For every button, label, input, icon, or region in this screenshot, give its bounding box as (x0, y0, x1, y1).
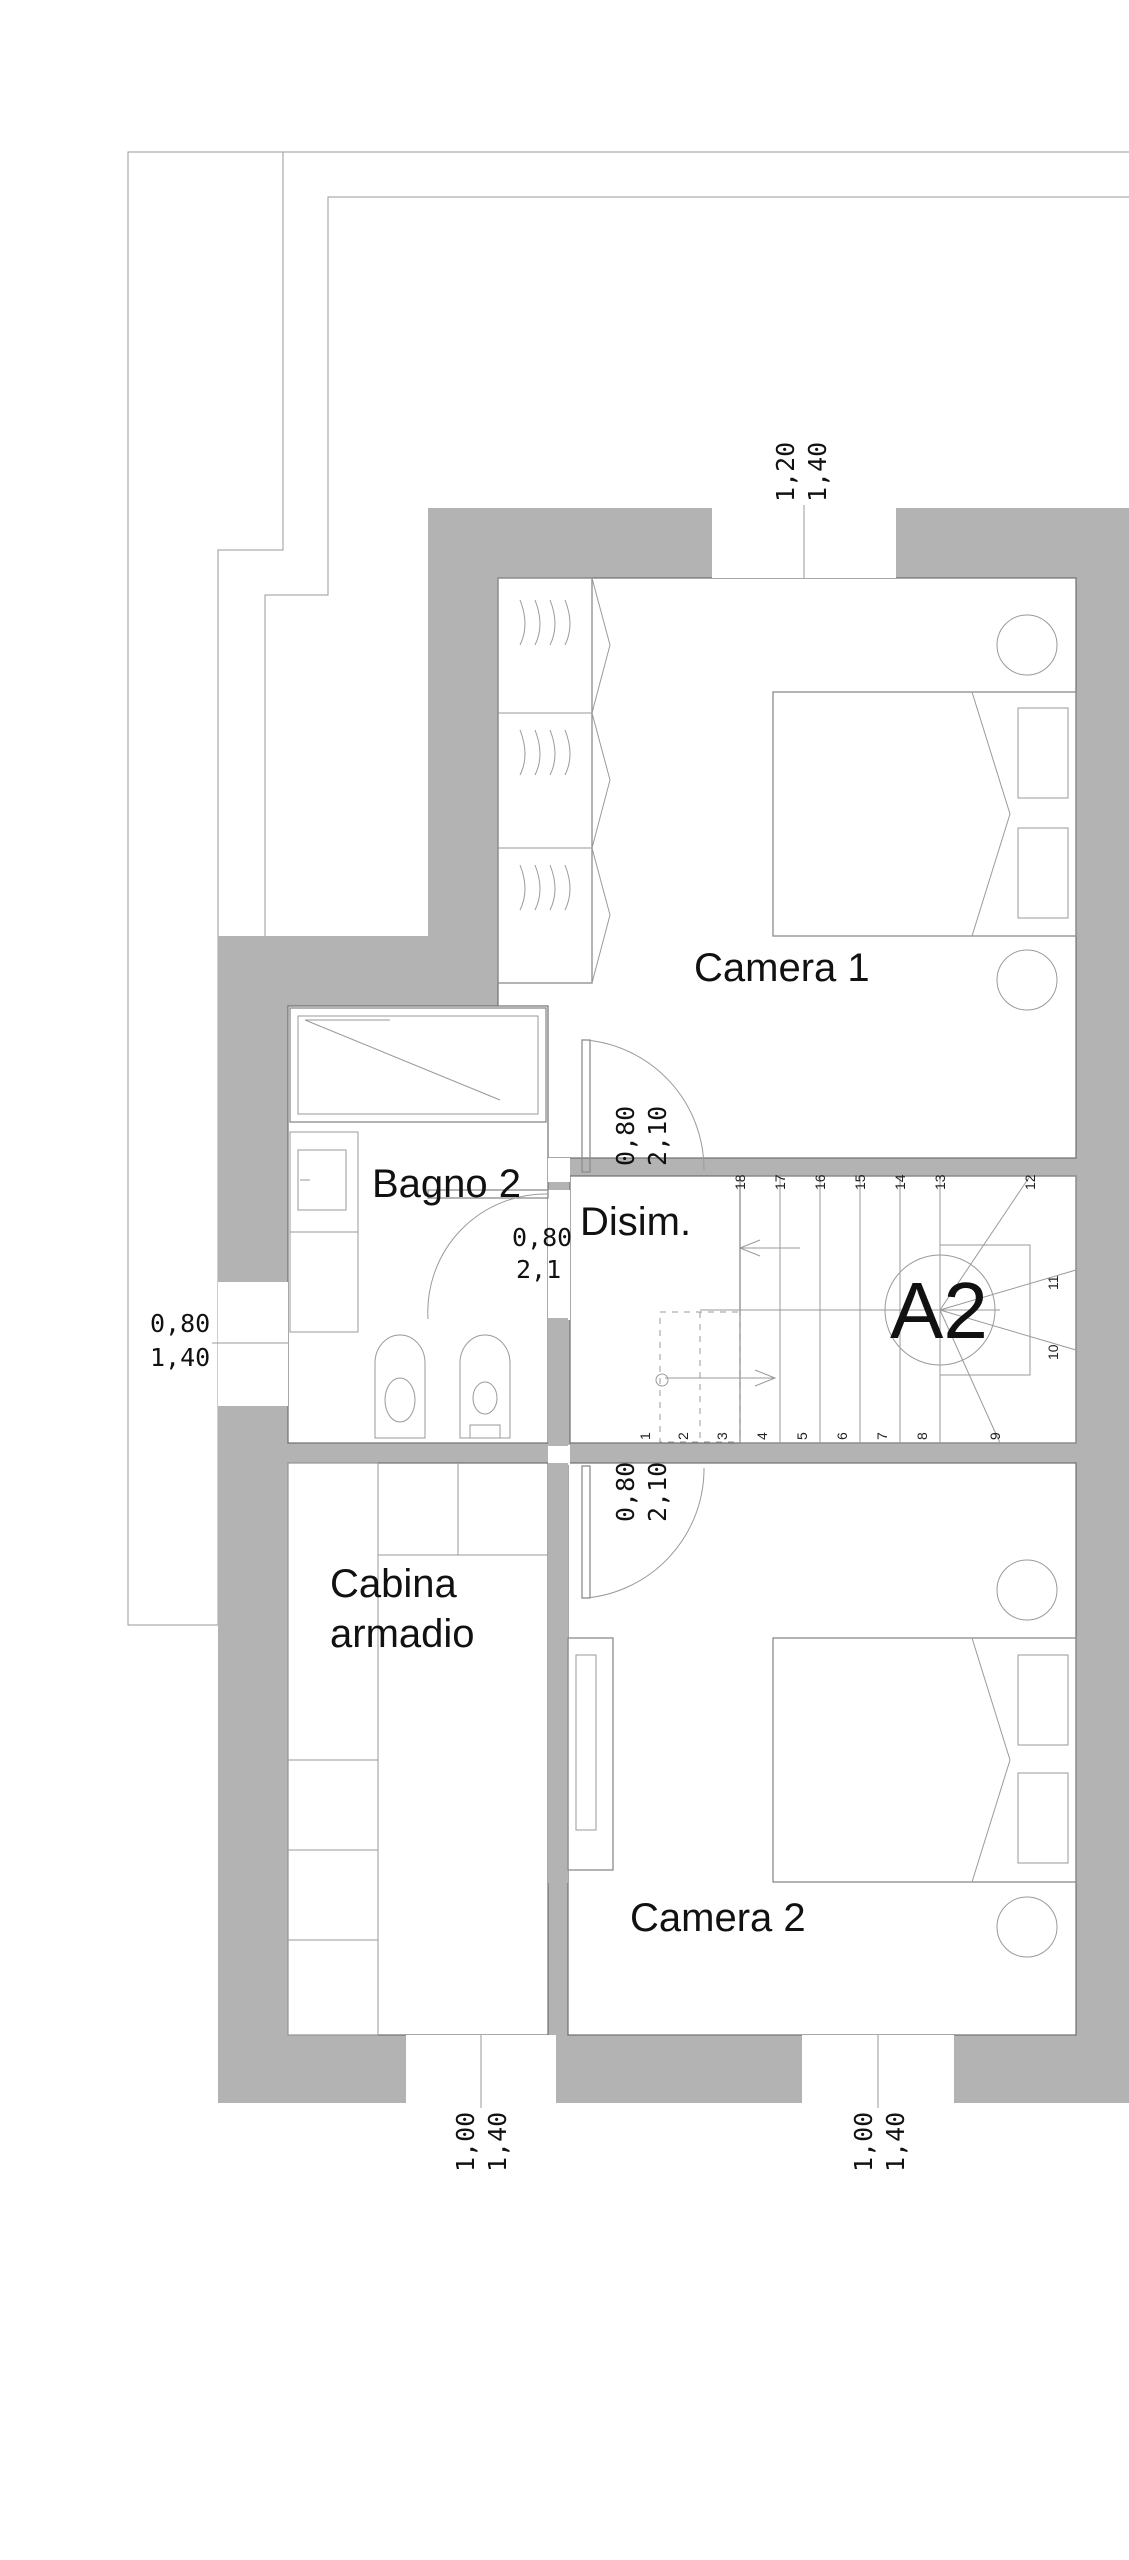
room-label-camera1: Camera 1 (694, 946, 870, 990)
dim-door-camera2-height: 2,10 (643, 1461, 672, 1522)
stair-step-number: 4 (754, 1432, 770, 1440)
toilet (459, 1334, 511, 1439)
stair-step-number: 2 (675, 1432, 691, 1440)
stair-step-number: 9 (987, 1432, 1003, 1440)
dim-window-left-height: 1,40 (150, 1343, 211, 1372)
room-label-camera2: Camera 2 (630, 1896, 806, 1940)
dim-window-top-height: 1,40 (803, 441, 832, 502)
stair-step-number: 7 (874, 1432, 890, 1440)
door-camera2 (581, 1465, 705, 1599)
stair-step-number: 14 (892, 1174, 908, 1190)
dim-door-bagno2-height: 2,1 (516, 1255, 562, 1284)
bathtub (289, 1007, 547, 1123)
door-camera1 (581, 1039, 705, 1173)
stair-step-number: 6 (834, 1432, 850, 1440)
door-bagno2 (427, 1189, 549, 1320)
room-cabina (287, 1462, 549, 2036)
dim-window-bottom-left-width: 1,00 (451, 2111, 480, 2172)
room-label-bagno2: Bagno 2 (372, 1162, 522, 1206)
openings (212, 505, 954, 2108)
room-label-cabina-line2: armadio (330, 1612, 475, 1656)
dim-window-left-width: 0,80 (150, 1309, 211, 1338)
washbasin (289, 1131, 359, 1333)
stair-step-number: 13 (932, 1174, 948, 1190)
stair-step-number: 1 (637, 1432, 653, 1440)
stair-step-number: 5 (794, 1432, 810, 1440)
room-camera2 (567, 1462, 1077, 2036)
desk-camera2 (567, 1637, 614, 1871)
dim-window-bottom-left-height: 1,40 (483, 2111, 512, 2172)
dim-window-top-width: 1,20 (771, 441, 800, 502)
dim-door-camera2-width: 0,80 (611, 1461, 640, 1522)
stair-step-number: 3 (714, 1432, 730, 1440)
dim-door-camera1-width: 0,80 (611, 1105, 640, 1166)
stair-label-a2: A2 (890, 1266, 988, 1355)
room-camera1 (497, 577, 1077, 1159)
dim-door-bagno2-width: 0,80 (512, 1223, 573, 1252)
stair-step-number: 8 (914, 1432, 930, 1440)
room-bagno2 (287, 1005, 549, 1444)
dim-window-bottom-right-height: 1,40 (881, 2111, 910, 2172)
bidet (374, 1334, 426, 1439)
bed-camera1 (772, 614, 1077, 1011)
bed-camera2 (772, 1559, 1077, 1958)
stair-step-number: 16 (812, 1174, 828, 1190)
dim-window-bottom-right-width: 1,00 (849, 2111, 878, 2172)
room-interiors (287, 577, 1077, 2036)
room-label-cabina-line1: Cabina (330, 1562, 457, 1606)
room-label-disim: Disim. (580, 1200, 692, 1244)
staircase: A2 (655, 1175, 1077, 1444)
stair-step-number: 10 (1045, 1344, 1061, 1360)
walk-in-closet-shelves (287, 1462, 548, 2036)
dim-door-camera1-height: 2,10 (643, 1105, 672, 1166)
stair-step-number: 17 (772, 1174, 788, 1190)
stair-step-number: 11 (1045, 1275, 1061, 1290)
stair-step-number: 12 (1022, 1174, 1038, 1190)
wardrobe-camera1 (497, 577, 611, 984)
stair-step-number: 15 (852, 1174, 868, 1190)
stair-step-number: 18 (732, 1174, 748, 1190)
